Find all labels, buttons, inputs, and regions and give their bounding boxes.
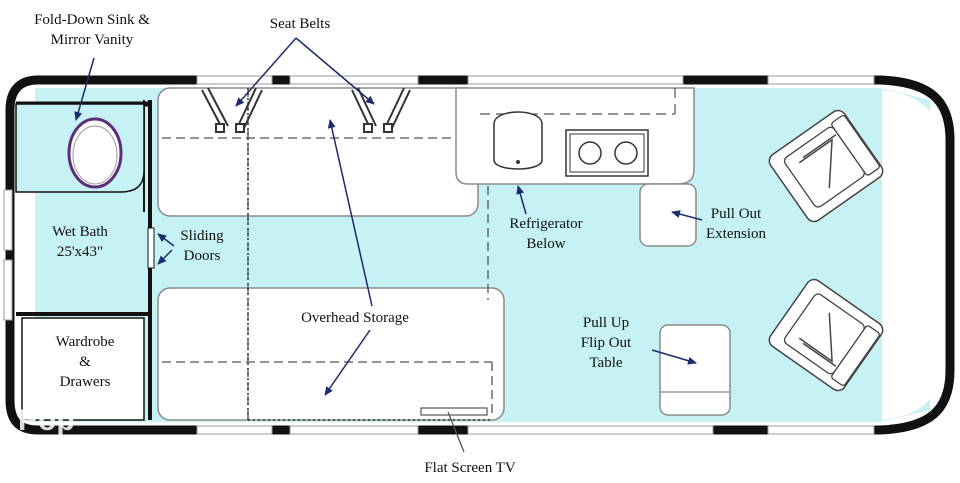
passenger-seat — [768, 278, 884, 392]
label-flip-out: Flip Out — [581, 335, 632, 351]
label-fold-down-sink: Fold-Down Sink & — [34, 12, 150, 28]
label-wet-bath: Wet Bath — [52, 224, 108, 240]
van-outer-wall — [5, 75, 955, 435]
arrow-seatbelt-right — [295, 37, 375, 105]
seat-belt-straps — [201, 87, 411, 133]
arrow-flat-screen-tv — [447, 411, 465, 453]
label-seat-belts: Seat Belts — [270, 16, 331, 32]
label-pull-up: Pull Up — [583, 315, 629, 331]
flip-out-table — [659, 324, 731, 416]
label-drawers: Drawers — [60, 374, 111, 390]
label-wardrobe: Wardrobe — [56, 334, 115, 350]
arrow-overhead-up — [327, 119, 373, 307]
arrow-sliding-doors-up — [157, 233, 175, 247]
burner-right-icon — [614, 141, 638, 165]
arrow-sliding-doors-down — [157, 249, 173, 265]
rear-door-panel-bottom — [3, 259, 13, 321]
galley-sink — [493, 111, 543, 170]
label-pull-out: Pull Out — [711, 206, 762, 222]
galley-sink-drain — [516, 160, 520, 164]
arrow-overhead-down — [324, 329, 371, 396]
label-wet-bath-size: 25'x43" — [57, 244, 103, 260]
label-refrigerator: Refrigerator — [509, 216, 582, 232]
rear-door-panel-top — [3, 189, 13, 251]
callout-arrows — [74, 37, 703, 396]
overhead-storage-dotted — [247, 88, 490, 421]
upper-bench — [157, 87, 479, 217]
burner-left-icon — [578, 141, 602, 165]
label-wardrobe-amp: & — [79, 354, 91, 370]
wardrobe — [21, 317, 145, 421]
arrow-pull-out — [671, 210, 703, 221]
label-doors: Doors — [184, 248, 221, 264]
arrow-pull-up-table — [651, 349, 697, 365]
windows-bottom — [196, 425, 875, 435]
lower-bench — [157, 287, 505, 421]
label-table: Table — [589, 355, 622, 371]
label-extension: Extension — [706, 226, 766, 242]
driver-seat — [768, 109, 884, 223]
watermark-logo: Pop — [18, 404, 75, 437]
arrow-refrigerator — [516, 185, 527, 215]
label-flat-screen-tv: Flat Screen TV — [424, 460, 516, 476]
windshield-area — [882, 90, 940, 420]
arrow-seatbelt-left — [235, 37, 297, 107]
arrow-sink — [74, 57, 95, 121]
label-overhead-storage: Overhead Storage — [301, 310, 409, 326]
sliding-door-marker — [147, 227, 155, 269]
sink-bowl-inner — [72, 125, 118, 185]
label-refrigerator-below: Below — [526, 236, 565, 252]
flat-screen-tv — [420, 407, 488, 416]
stove-inner — [569, 133, 645, 173]
pull-out-extension — [639, 183, 697, 247]
label-sliding: Sliding — [180, 228, 224, 244]
label-mirror-vanity: Mirror Vanity — [51, 32, 134, 48]
windows-top — [196, 75, 875, 85]
